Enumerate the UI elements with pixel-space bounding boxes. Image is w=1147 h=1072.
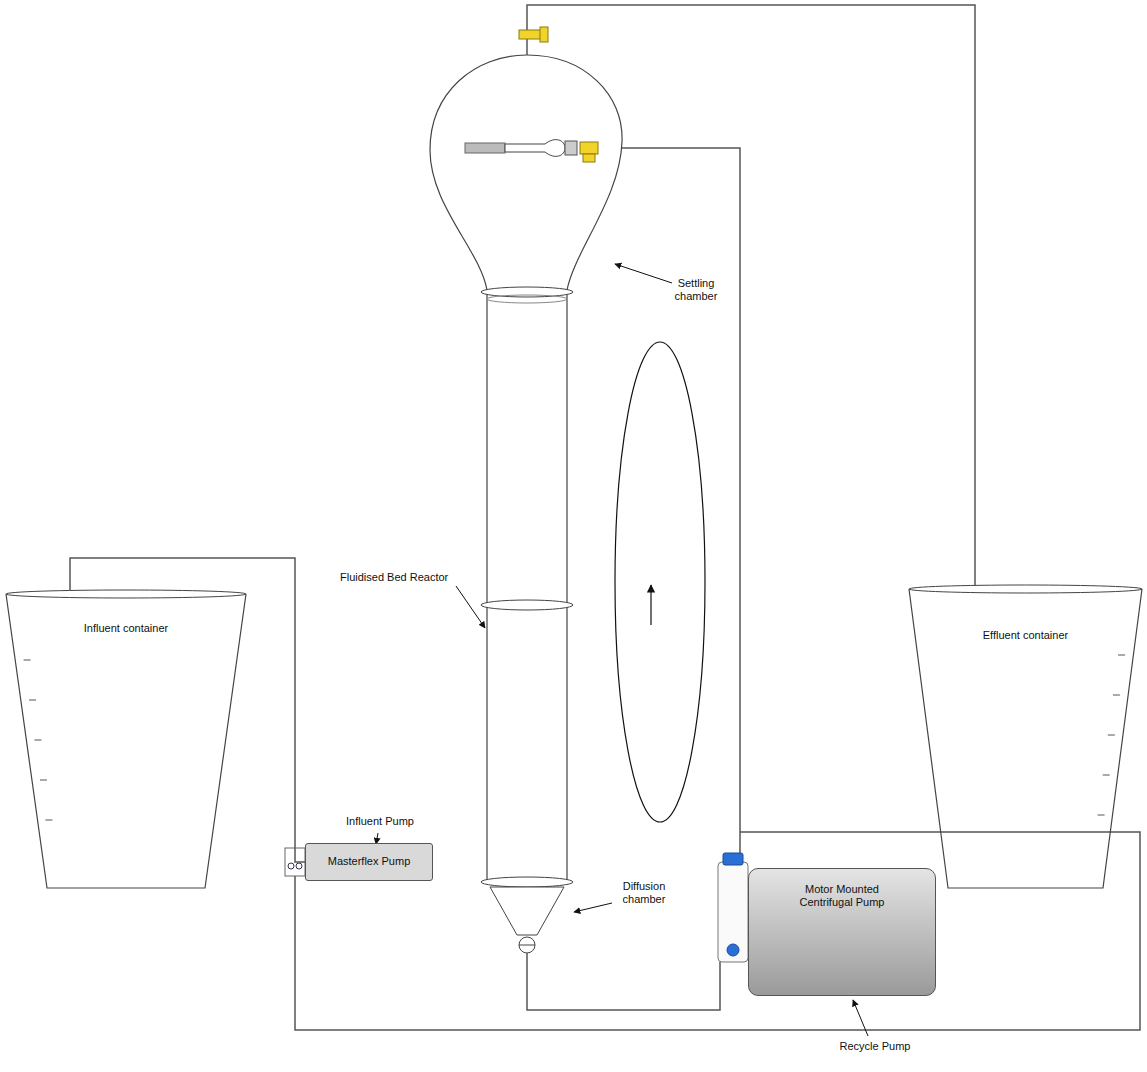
container-rim	[909, 585, 1142, 593]
leader-arrow	[615, 264, 672, 283]
part-label: Fluidised Bed Reactor	[340, 571, 458, 584]
loop-tube	[295, 832, 1140, 1030]
part-label: Diffusion chamber	[615, 880, 673, 906]
side-arm	[505, 140, 565, 157]
scale-tick	[1098, 815, 1105, 816]
recycle-pump-box: Motor Mounted Centrifugal Pump	[748, 868, 936, 996]
centrifugal-pump-housing	[718, 862, 748, 962]
container-rim	[6, 590, 246, 598]
reactor-column	[487, 290, 567, 882]
tube-connector	[70, 558, 305, 862]
side-nut	[565, 141, 577, 155]
node-text: Effluent container	[983, 629, 1068, 642]
outlet-tube	[527, 953, 720, 1010]
scale-tick	[29, 700, 36, 701]
container-wall	[909, 589, 1142, 888]
pump-inlet	[723, 853, 743, 865]
settling-chamber	[430, 55, 622, 290]
node-text: Masterflex Pump	[328, 855, 411, 868]
container-wall	[6, 594, 246, 888]
top-valve	[540, 27, 548, 42]
part-label: Settling chamber	[668, 277, 724, 303]
scale-tick	[1108, 735, 1115, 736]
pump-roller	[288, 863, 294, 869]
flange	[487, 295, 567, 303]
scale-tick	[24, 660, 31, 661]
pump-outlet	[727, 944, 739, 956]
scale-tick	[45, 820, 52, 821]
node-text: Motor Mounted Centrifugal Pump	[786, 883, 898, 909]
side-valve	[583, 154, 595, 162]
leader-arrow	[574, 903, 612, 912]
scale-tick	[1118, 655, 1125, 656]
influent-pump-box: Masterflex Pump	[305, 843, 433, 881]
probe	[465, 143, 505, 153]
container-outline	[5, 590, 247, 890]
flange	[481, 600, 573, 610]
scale-tick	[1113, 695, 1120, 696]
diffusion-cone	[490, 887, 564, 935]
bottom-valve	[519, 945, 535, 946]
part-label: Influent Pump	[340, 815, 420, 828]
scale-tick	[1103, 775, 1110, 776]
leader-arrow	[853, 1000, 868, 1036]
effluent-container: Effluent container	[908, 585, 1143, 890]
leader-arrow	[456, 586, 485, 628]
side-valve	[580, 142, 598, 154]
top-valve	[519, 30, 543, 39]
flow-loop	[615, 342, 705, 822]
node-text: Influent container	[84, 622, 168, 635]
recycle-tube	[598, 148, 740, 855]
flow-arrow	[650, 585, 651, 625]
influent-container: Influent container	[5, 590, 247, 890]
bottom-valve	[519, 937, 535, 953]
scale-tick	[40, 780, 47, 781]
scale-tick	[35, 740, 42, 741]
pump-roller	[296, 863, 302, 869]
flange	[481, 877, 573, 887]
part-label: Recycle Pump	[830, 1040, 920, 1053]
